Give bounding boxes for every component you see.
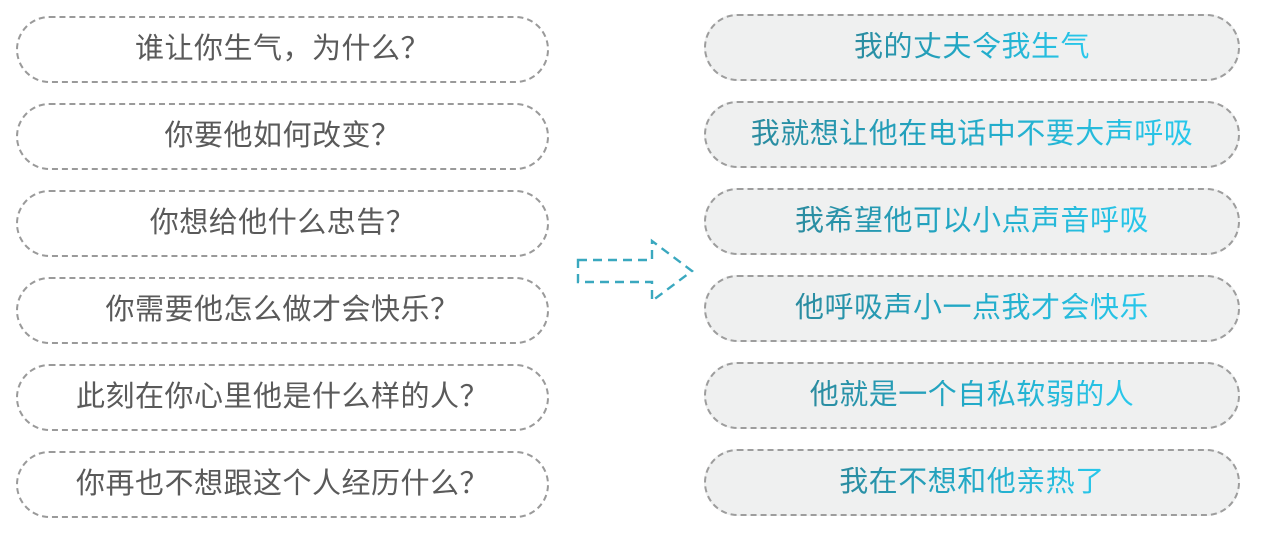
question-pill[interactable]: 你想给他什么忠告？ — [16, 190, 549, 257]
question-text: 此刻在你心里他是什么样的人？ — [75, 381, 489, 413]
question-text: 你想给他什么忠告？ — [149, 207, 416, 239]
question-text: 你要他如何改变？ — [164, 120, 401, 152]
question-text: 你再也不想跟这个人经历什么？ — [75, 468, 489, 500]
question-pill[interactable]: 谁让你生气，为什么？ — [16, 16, 549, 83]
answer-pill[interactable]: 我在不想和他亲热了 — [704, 449, 1240, 516]
answer-text: 我在不想和他亲热了 — [839, 465, 1105, 498]
question-pill[interactable]: 你再也不想跟这个人经历什么？ — [16, 451, 549, 518]
answer-text: 他呼吸声小一点我才会快乐 — [794, 291, 1149, 324]
flow-arrow-right-icon — [574, 236, 696, 306]
question-text: 谁让你生气，为什么？ — [134, 33, 430, 65]
answer-text: 我希望他可以小点声音呼吸 — [794, 204, 1149, 237]
question-pill[interactable]: 你要他如何改变？ — [16, 103, 549, 170]
answer-pill[interactable]: 他呼吸声小一点我才会快乐 — [704, 275, 1240, 342]
question-pill[interactable]: 你需要他怎么做才会快乐？ — [16, 277, 549, 344]
answer-pill[interactable]: 我就想让他在电话中不要大声呼吸 — [704, 101, 1240, 168]
question-text: 你需要他怎么做才会快乐？ — [105, 294, 460, 326]
answer-text: 我就想让他在电话中不要大声呼吸 — [750, 117, 1194, 150]
answer-pill[interactable]: 我的丈夫令我生气 — [704, 14, 1240, 81]
answer-text: 他就是一个自私软弱的人 — [809, 378, 1135, 411]
answer-pill[interactable]: 我希望他可以小点声音呼吸 — [704, 188, 1240, 255]
answer-pill[interactable]: 他就是一个自私软弱的人 — [704, 362, 1240, 429]
questions-column: 谁让你生气，为什么？ 你要他如何改变？ 你想给他什么忠告？ 你需要他怎么做才会快… — [16, 16, 549, 518]
answer-text: 我的丈夫令我生气 — [853, 30, 1090, 63]
answers-column: 我的丈夫令我生气 我就想让他在电话中不要大声呼吸 我希望他可以小点声音呼吸 他呼… — [704, 14, 1240, 516]
question-pill[interactable]: 此刻在你心里他是什么样的人？ — [16, 364, 549, 431]
